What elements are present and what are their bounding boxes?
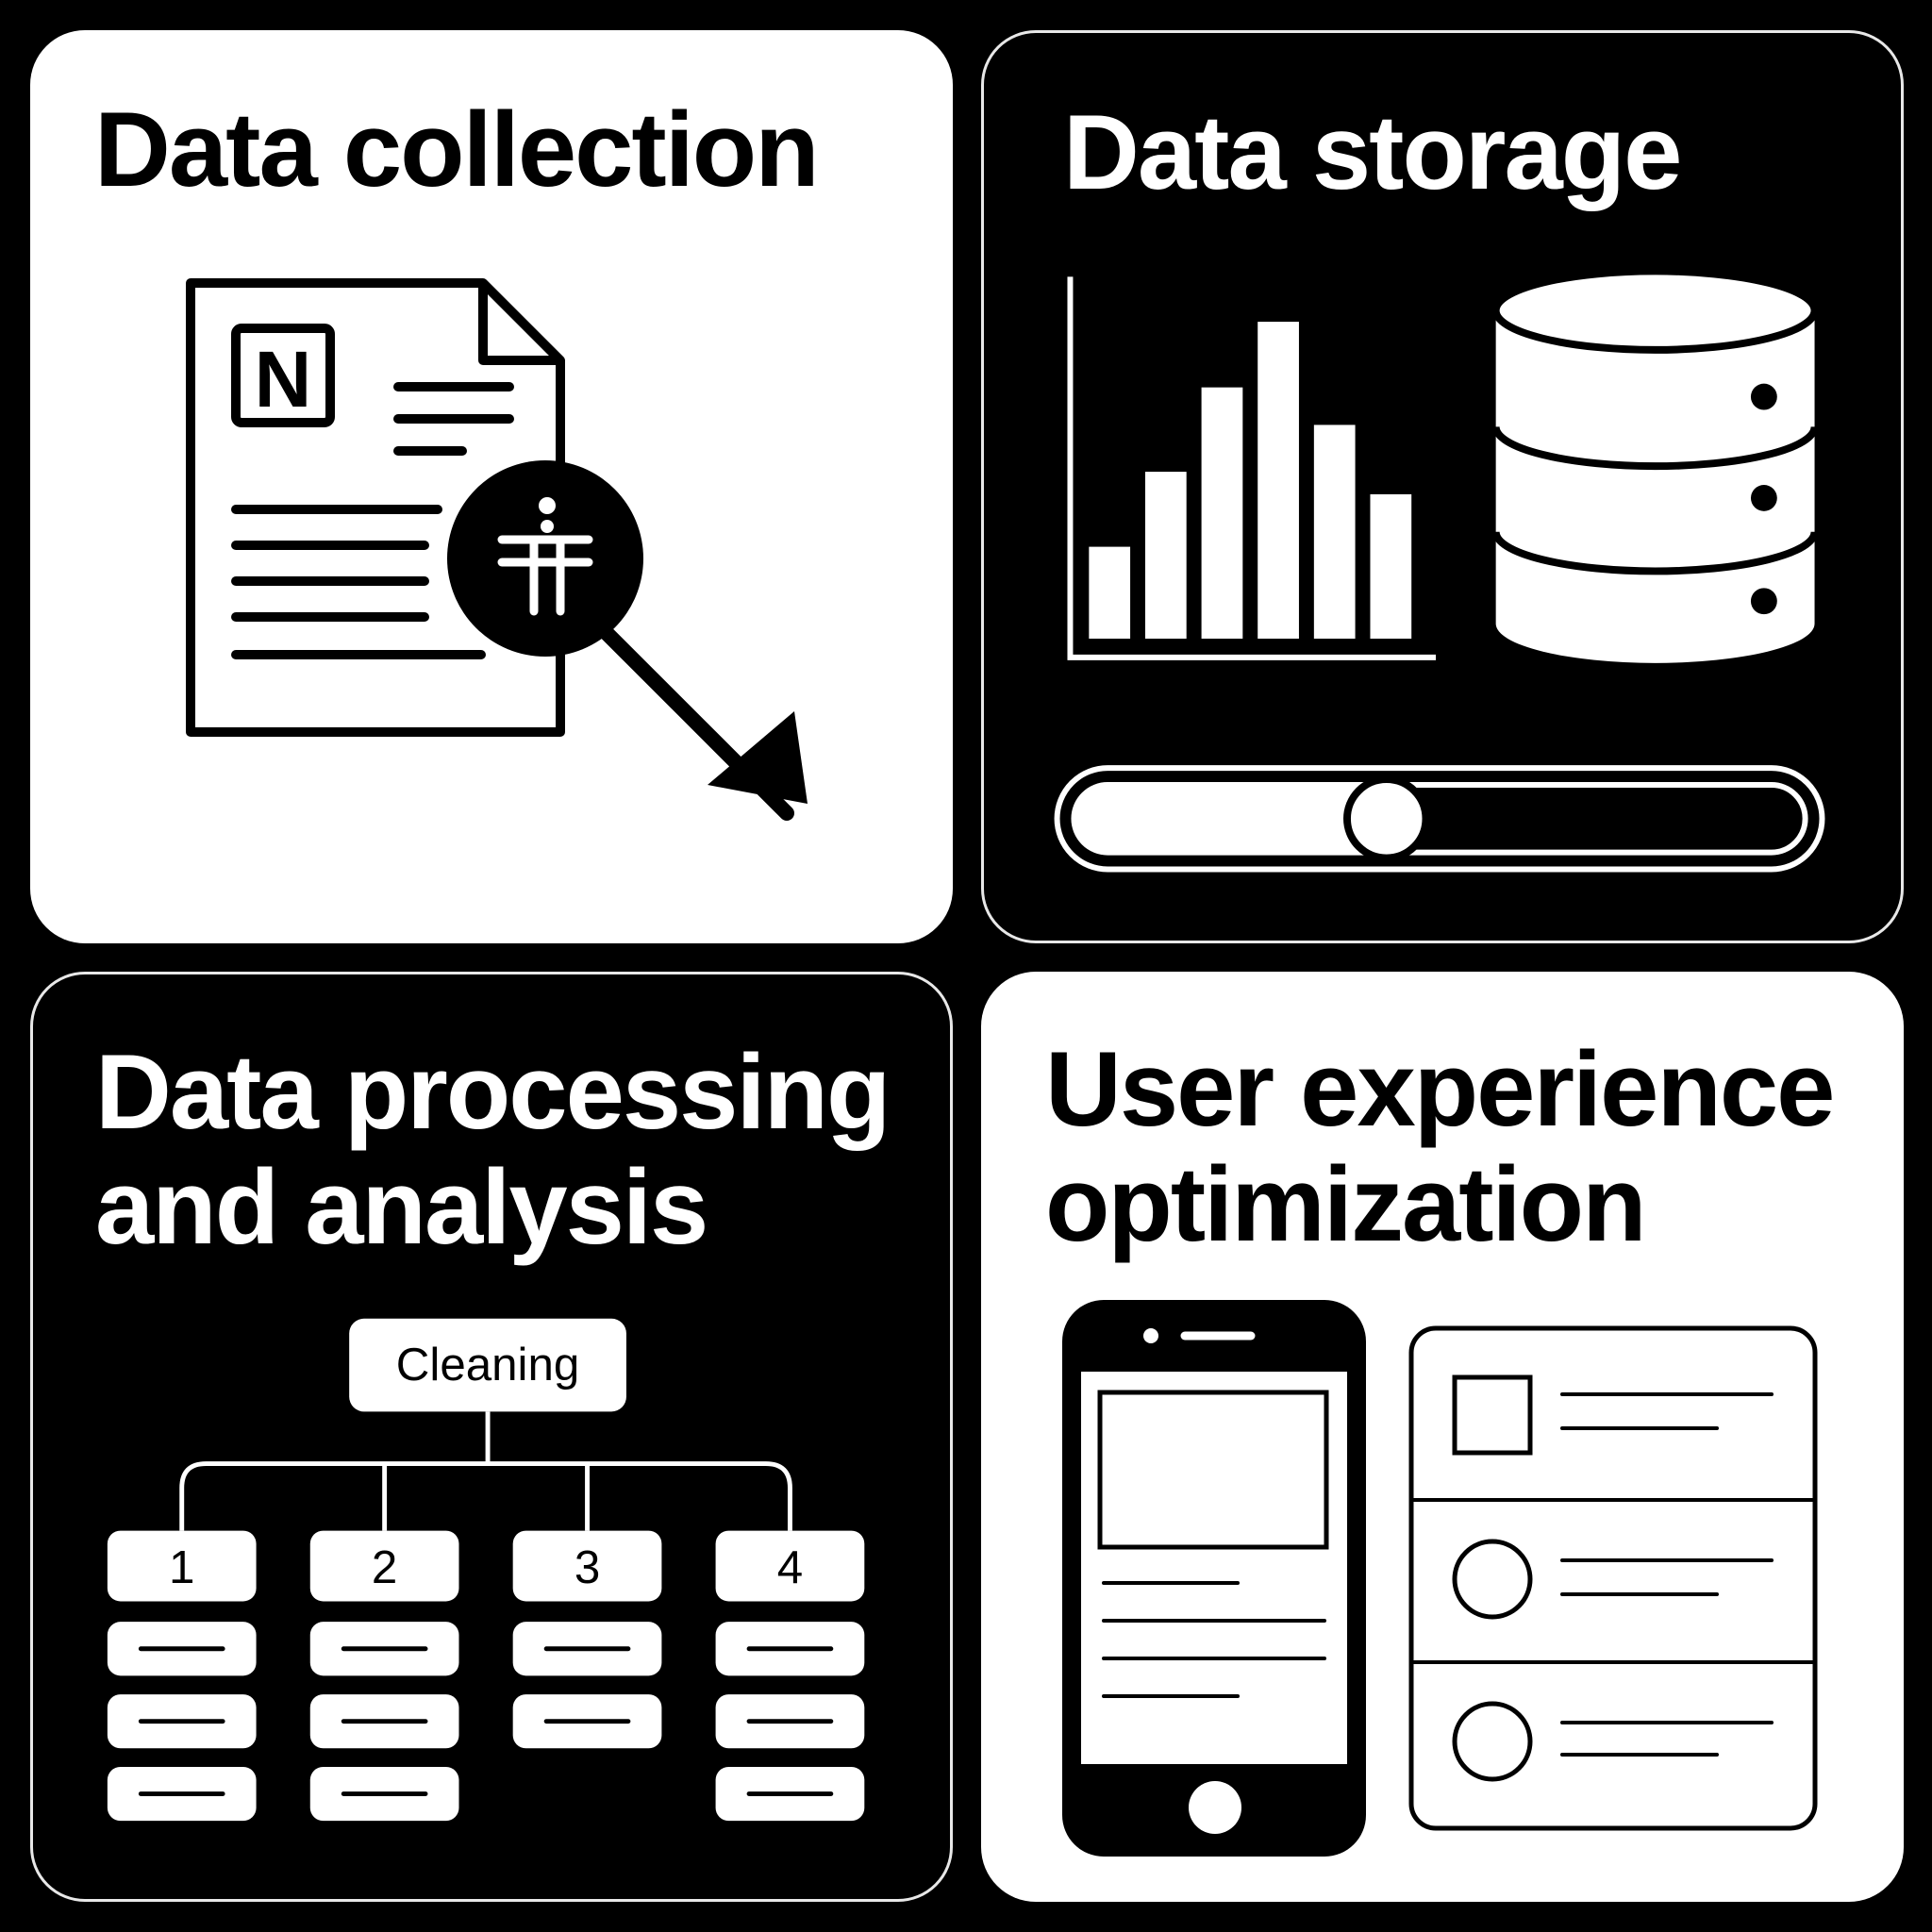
panel-title-line-1: User experience: [1045, 1030, 1835, 1148]
panel-title-line-1: Data processing: [95, 1033, 891, 1151]
column-4: 4: [715, 1530, 865, 1822]
column-number: 2: [372, 1541, 397, 1593]
panel-title: Data storage: [1063, 93, 1682, 211]
panel-title-line-2: optimization: [1045, 1145, 1646, 1263]
cleaning-label: Cleaning: [396, 1339, 580, 1391]
column-number: 3: [575, 1541, 600, 1593]
bar-chart-icon: [1067, 276, 1437, 660]
processing-tree-diagram: Cleaning 1 2 3 4: [107, 1318, 865, 1822]
radio-icon: [1452, 1701, 1533, 1782]
panel-ux-optimization: User experience optimization: [981, 972, 1904, 1902]
document-letter: N: [255, 335, 312, 424]
data-collection-illustration: N: [186, 278, 808, 821]
slider-handle[interactable]: [1343, 775, 1430, 862]
magnifier-arrow-icon: [447, 460, 808, 821]
database-icon: [1491, 267, 1819, 663]
column-2: 2: [309, 1530, 459, 1822]
column-header: [309, 1530, 459, 1602]
storage-slider[interactable]: [1054, 765, 1825, 873]
ux-illustration: [1062, 1300, 1818, 1857]
panel-title: Data collection: [94, 91, 820, 208]
tree-connectors: [179, 1411, 792, 1531]
panel-title-line-2: and analysis: [95, 1148, 708, 1266]
panel-title: User experience optimization: [1045, 1030, 1835, 1263]
column-header: [512, 1530, 662, 1602]
panel-data-storage: Data storage: [981, 30, 1904, 943]
panel-data-collection: Data collection N: [30, 30, 953, 943]
panel-title: Data processing and analysis: [95, 1033, 891, 1266]
column-1: 1: [107, 1530, 257, 1822]
panel-data-processing: Data processing and analysis Cleaning 1 2…: [30, 972, 953, 1902]
column-number: 4: [777, 1541, 803, 1593]
data-storage-illustration: [1054, 267, 1825, 873]
checkbox-icon: [1452, 1374, 1533, 1456]
radio-icon: [1452, 1539, 1533, 1620]
column-header: [107, 1530, 257, 1602]
document-badge: [231, 324, 335, 427]
column-header: [715, 1530, 865, 1602]
cleaning-node: [349, 1318, 626, 1412]
column-3: 3: [512, 1530, 662, 1749]
smartphone-icon: [1062, 1300, 1366, 1857]
list-card-icon: [1408, 1325, 1818, 1831]
column-number: 1: [169, 1541, 194, 1593]
